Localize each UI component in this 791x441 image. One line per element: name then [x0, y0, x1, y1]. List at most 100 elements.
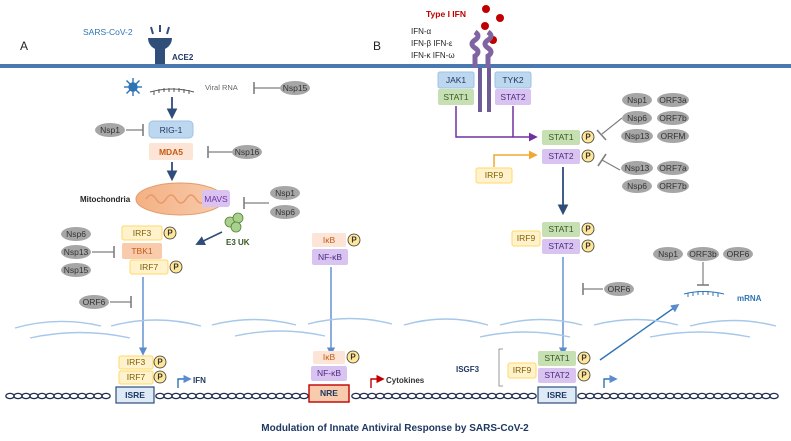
dna-link	[227, 392, 237, 400]
dna-link	[431, 392, 441, 400]
nsp15-tbk-pill: Nsp15	[61, 263, 91, 277]
svg-text:MAVS: MAVS	[204, 194, 228, 204]
dna-link	[447, 392, 457, 400]
irf7-nuc-box: IRF7	[118, 370, 154, 385]
dna-link	[527, 392, 537, 400]
dna-link	[753, 392, 763, 400]
stat1-mid-phospho: P	[581, 222, 595, 236]
stat2-top-box: STAT2	[495, 89, 531, 105]
svg-text:IRF7: IRF7	[127, 372, 146, 382]
svg-text:Nsp13: Nsp13	[625, 163, 650, 173]
dna-link	[495, 392, 505, 400]
svg-text:ORF7b: ORF7b	[659, 181, 687, 191]
dna-link	[283, 392, 293, 400]
svg-text:IRF9: IRF9	[513, 365, 532, 375]
stat2-mid-phospho: P	[581, 239, 595, 253]
dna-link	[641, 392, 651, 400]
stat2-mid-box: STAT2	[542, 239, 580, 254]
svg-text:IRF9: IRF9	[517, 233, 536, 243]
stat2-nuc-phospho: P	[577, 368, 591, 382]
nsp15-rna-pill: Nsp15	[280, 81, 310, 95]
irf3-nuc-box: IRF3	[118, 355, 154, 370]
virus-label: SARS-CoV-2	[83, 27, 133, 37]
svg-text:NRE: NRE	[320, 388, 338, 398]
dna-link	[195, 392, 205, 400]
dna-link	[665, 392, 675, 400]
stat1-p-box: STAT1	[542, 130, 580, 145]
svg-text:NF-κB: NF-κB	[318, 252, 342, 262]
dna-link	[155, 392, 165, 400]
svg-text:P: P	[173, 263, 179, 272]
svg-text:P: P	[581, 354, 587, 363]
svg-text:Nsp1: Nsp1	[275, 188, 295, 198]
ikb-nuc-phospho: P	[346, 350, 360, 364]
svg-text:Nsp1: Nsp1	[100, 125, 120, 135]
dna-link	[69, 392, 79, 400]
svg-text:Nsp15: Nsp15	[64, 265, 89, 275]
ifn-title: Type I IFN	[426, 9, 466, 19]
dna-link	[291, 392, 301, 400]
dna-link	[769, 392, 779, 400]
mitochondria-label: Mitochondria	[80, 195, 131, 204]
dna-link	[203, 392, 213, 400]
dna-link	[577, 392, 587, 400]
inh3-orf3b-pill: ORF3b	[687, 247, 719, 261]
svg-text:STAT2: STAT2	[544, 370, 569, 380]
irf7-phospho: P	[169, 260, 183, 274]
svg-text:Nsp6: Nsp6	[66, 229, 86, 239]
svg-text:IκB: IκB	[323, 352, 336, 362]
mavs-box: MAVS	[202, 190, 230, 207]
dna-link	[761, 392, 771, 400]
svg-text:Nsp6: Nsp6	[275, 207, 295, 217]
stat1-mid-box: STAT1	[542, 222, 580, 237]
svg-text:ORFM: ORFM	[660, 131, 685, 141]
inh2-nsp13-pill: Nsp13	[621, 161, 653, 175]
dna-link	[267, 392, 277, 400]
dna-link	[705, 392, 715, 400]
virus-icon	[124, 78, 142, 96]
svg-text:ORF6: ORF6	[727, 249, 750, 259]
svg-text:P: P	[157, 358, 163, 367]
dna-link	[511, 392, 521, 400]
ifn-line3: IFN-κ IFN-ω	[411, 51, 455, 60]
dna-link	[219, 392, 229, 400]
ifn-output-label: IFN	[193, 376, 206, 385]
svg-text:TYK2: TYK2	[502, 75, 524, 85]
svg-text:IRF7: IRF7	[140, 262, 159, 272]
mrna-strand	[683, 291, 725, 297]
nsp1-rig-pill: Nsp1	[95, 123, 125, 137]
svg-text:STAT2: STAT2	[548, 151, 573, 161]
svg-text:ORF3a: ORF3a	[659, 95, 687, 105]
svg-text:ORF6: ORF6	[83, 297, 106, 307]
dna-link	[383, 392, 393, 400]
stat1-top-box: STAT1	[438, 89, 474, 105]
inh2-orf7b-pill: ORF7b	[657, 179, 689, 193]
panel-a-label: A	[20, 39, 28, 53]
svg-text:IκB: IκB	[323, 235, 336, 245]
dna-link	[171, 392, 181, 400]
dna-link	[609, 392, 619, 400]
dna-link	[593, 392, 603, 400]
dna-link	[479, 392, 489, 400]
ace2-receptor	[148, 25, 172, 64]
dna-link	[697, 392, 707, 400]
svg-text:ISRE: ISRE	[547, 390, 567, 400]
nsp6-mavs-pill: Nsp6	[270, 205, 300, 219]
dna-link	[519, 392, 529, 400]
svg-text:ISRE: ISRE	[125, 390, 145, 400]
dna-link	[625, 392, 635, 400]
dna-link	[367, 392, 377, 400]
cytokines-label: Cytokines	[386, 376, 425, 385]
irf7-box: IRF7	[129, 259, 169, 275]
dna-link	[689, 392, 699, 400]
dna-link	[251, 392, 261, 400]
svg-text:P: P	[581, 371, 587, 380]
stat1-nuc-box: STAT1	[538, 351, 576, 366]
dna-link	[585, 392, 595, 400]
dna-link	[375, 392, 385, 400]
ifn-line2: IFN-β IFN-ε	[411, 39, 453, 48]
svg-text:Nsp1: Nsp1	[658, 249, 678, 259]
viral-rna-strand	[149, 88, 195, 95]
svg-text:STAT1: STAT1	[544, 353, 569, 363]
stat2-p-phospho: P	[581, 149, 595, 163]
